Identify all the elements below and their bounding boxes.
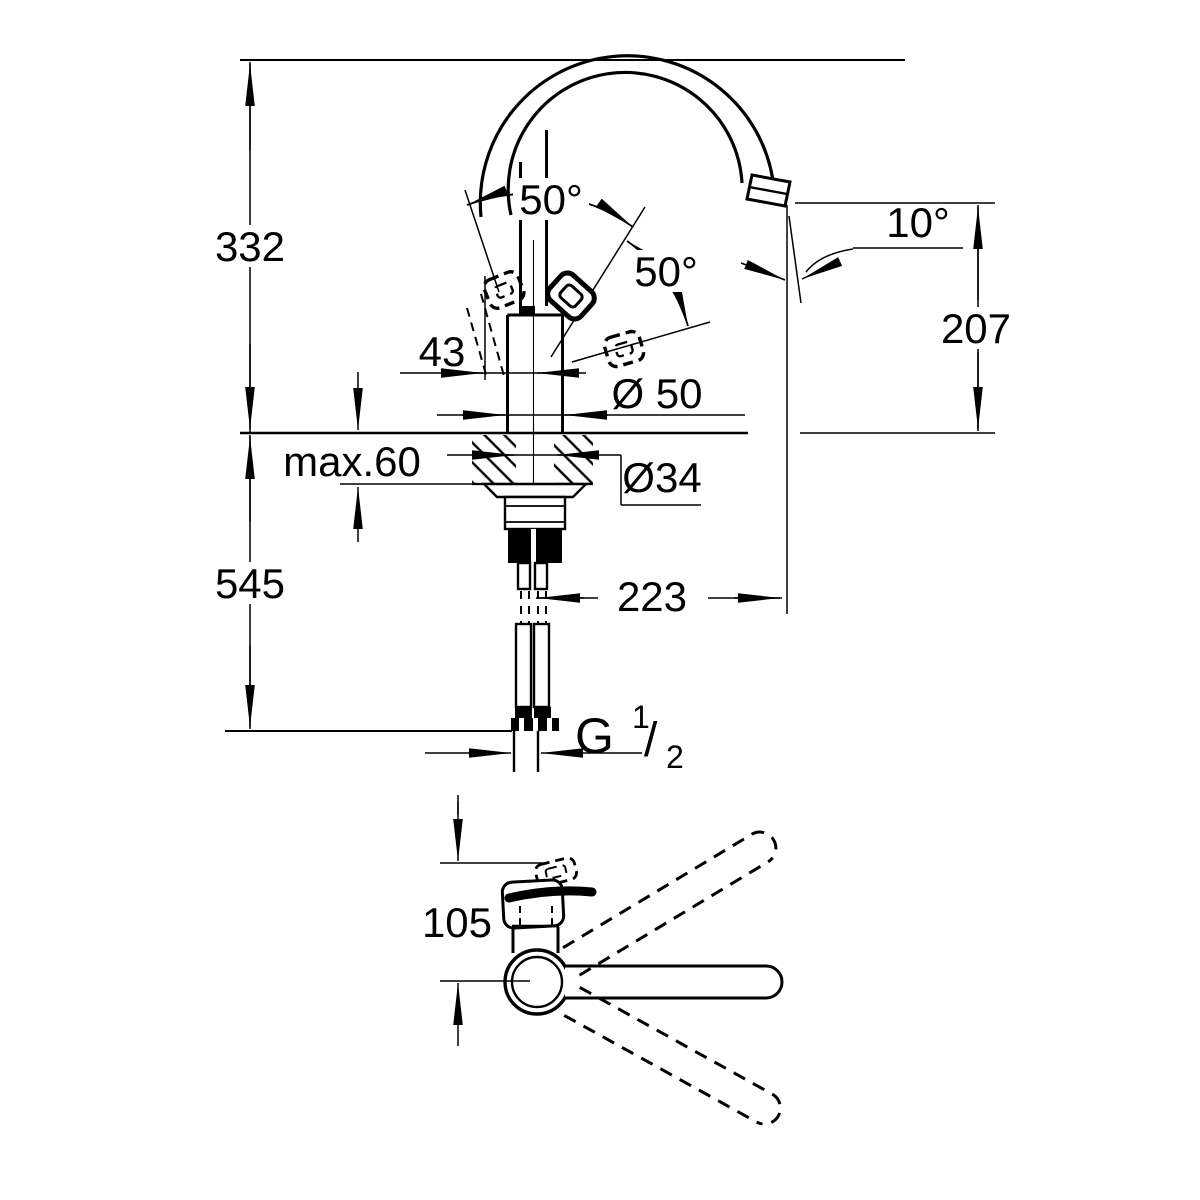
dim-body-diameter: Ø 50 — [437, 370, 745, 420]
lever-axis-solid — [550, 206, 646, 358]
side-view: 332 545 max.60 43 — [212, 54, 1022, 775]
spout-outer-arc — [478, 54, 776, 218]
dim-label-g-num: 1 — [632, 699, 650, 735]
dim-label-50-left: 50° — [519, 176, 583, 223]
dim-label-545: 545 — [215, 560, 285, 607]
dim-label-g: G — [575, 708, 614, 764]
connector-slit-3 — [547, 718, 552, 731]
dim-label-max60: max.60 — [283, 438, 421, 485]
dim-outlet-height: 207 — [795, 202, 1022, 434]
dim-outlet-angle: 10° — [740, 199, 963, 304]
supply-hose-left — [514, 622, 533, 709]
dim-label-d34: Ø34 — [622, 454, 701, 501]
plan-swivel-inner — [510, 955, 564, 1009]
dim-label-223: 223 — [617, 573, 687, 620]
faucet-plan-outline — [500, 856, 784, 1016]
dim-label-105: 105 — [422, 899, 492, 946]
dim-label-10: 10° — [886, 199, 950, 246]
arrow-10-right — [801, 257, 843, 280]
pipe-break-dashes — [520, 591, 547, 623]
dim-overall-height: 332 — [212, 59, 905, 432]
label-bg-50-right — [629, 250, 703, 292]
leader-10-right — [805, 248, 854, 273]
connector-slit-2 — [533, 718, 538, 731]
lever-joint-cap — [519, 306, 535, 316]
arrow-10-left — [744, 259, 786, 281]
leader-10-left — [740, 262, 763, 272]
dim-label-207: 207 — [941, 305, 1011, 352]
dim-swing-left: 50° — [466, 176, 634, 228]
lever-knob-dashed-left — [482, 270, 526, 310]
lever-dashed-edge-2 — [466, 307, 488, 379]
dim-swing-right: 50° — [626, 240, 703, 327]
dim-below-deck-height: 545 — [212, 435, 512, 732]
label-bg-332 — [212, 225, 288, 267]
lever-positions — [464, 189, 711, 379]
label-bg-223 — [598, 574, 708, 618]
dim-label-g-slash: / — [644, 714, 658, 767]
plan-lever-arm — [504, 886, 597, 903]
dim-handle-depth: 105 — [422, 795, 545, 1046]
dim-shank-diameter: Ø34 — [447, 450, 702, 506]
dim-label-332: 332 — [215, 223, 285, 270]
dim-deck-thickness: max.60 — [283, 372, 473, 542]
tail-pipe-left — [516, 561, 532, 591]
label-bg-545 — [212, 562, 288, 604]
tail-pipe-right — [533, 561, 549, 591]
plan-spout-dashed-down — [563, 986, 782, 1126]
supply-hose-right — [532, 622, 551, 709]
hose-fitting-left — [515, 707, 532, 718]
lever-knob-solid — [545, 270, 597, 322]
dim-spout-reach: 223 — [536, 205, 788, 620]
base-flange — [481, 482, 589, 499]
hose-fitting-right — [534, 707, 551, 718]
dim-label-g-den: 2 — [666, 739, 684, 775]
dim-thread: G 1 / 2 — [425, 699, 684, 775]
dim-label-d50: Ø 50 — [611, 370, 702, 417]
plan-view: 105 — [422, 795, 784, 1126]
outlet-axis-line — [788, 215, 802, 304]
dim-lever-offset: 43 — [400, 276, 586, 380]
label-bg-50-left — [513, 178, 589, 220]
connector-slit-1 — [519, 718, 524, 731]
plan-spout-dashed-up — [562, 830, 778, 977]
spout-inner-arc — [506, 70, 744, 216]
dim-label-50-right: 50° — [634, 248, 698, 295]
deck-hatch-left — [472, 435, 516, 483]
label-bg-207 — [934, 307, 1022, 349]
deck-hatch-right — [554, 435, 593, 483]
shank-collar — [503, 495, 567, 531]
plan-swivel-outer — [503, 948, 571, 1016]
aerator-band — [748, 185, 788, 196]
dim-label-43: 43 — [419, 328, 466, 375]
lever-knob-dashed-right — [602, 329, 646, 369]
nut-gap — [531, 529, 536, 563]
plan-spout-solid — [565, 964, 784, 1000]
